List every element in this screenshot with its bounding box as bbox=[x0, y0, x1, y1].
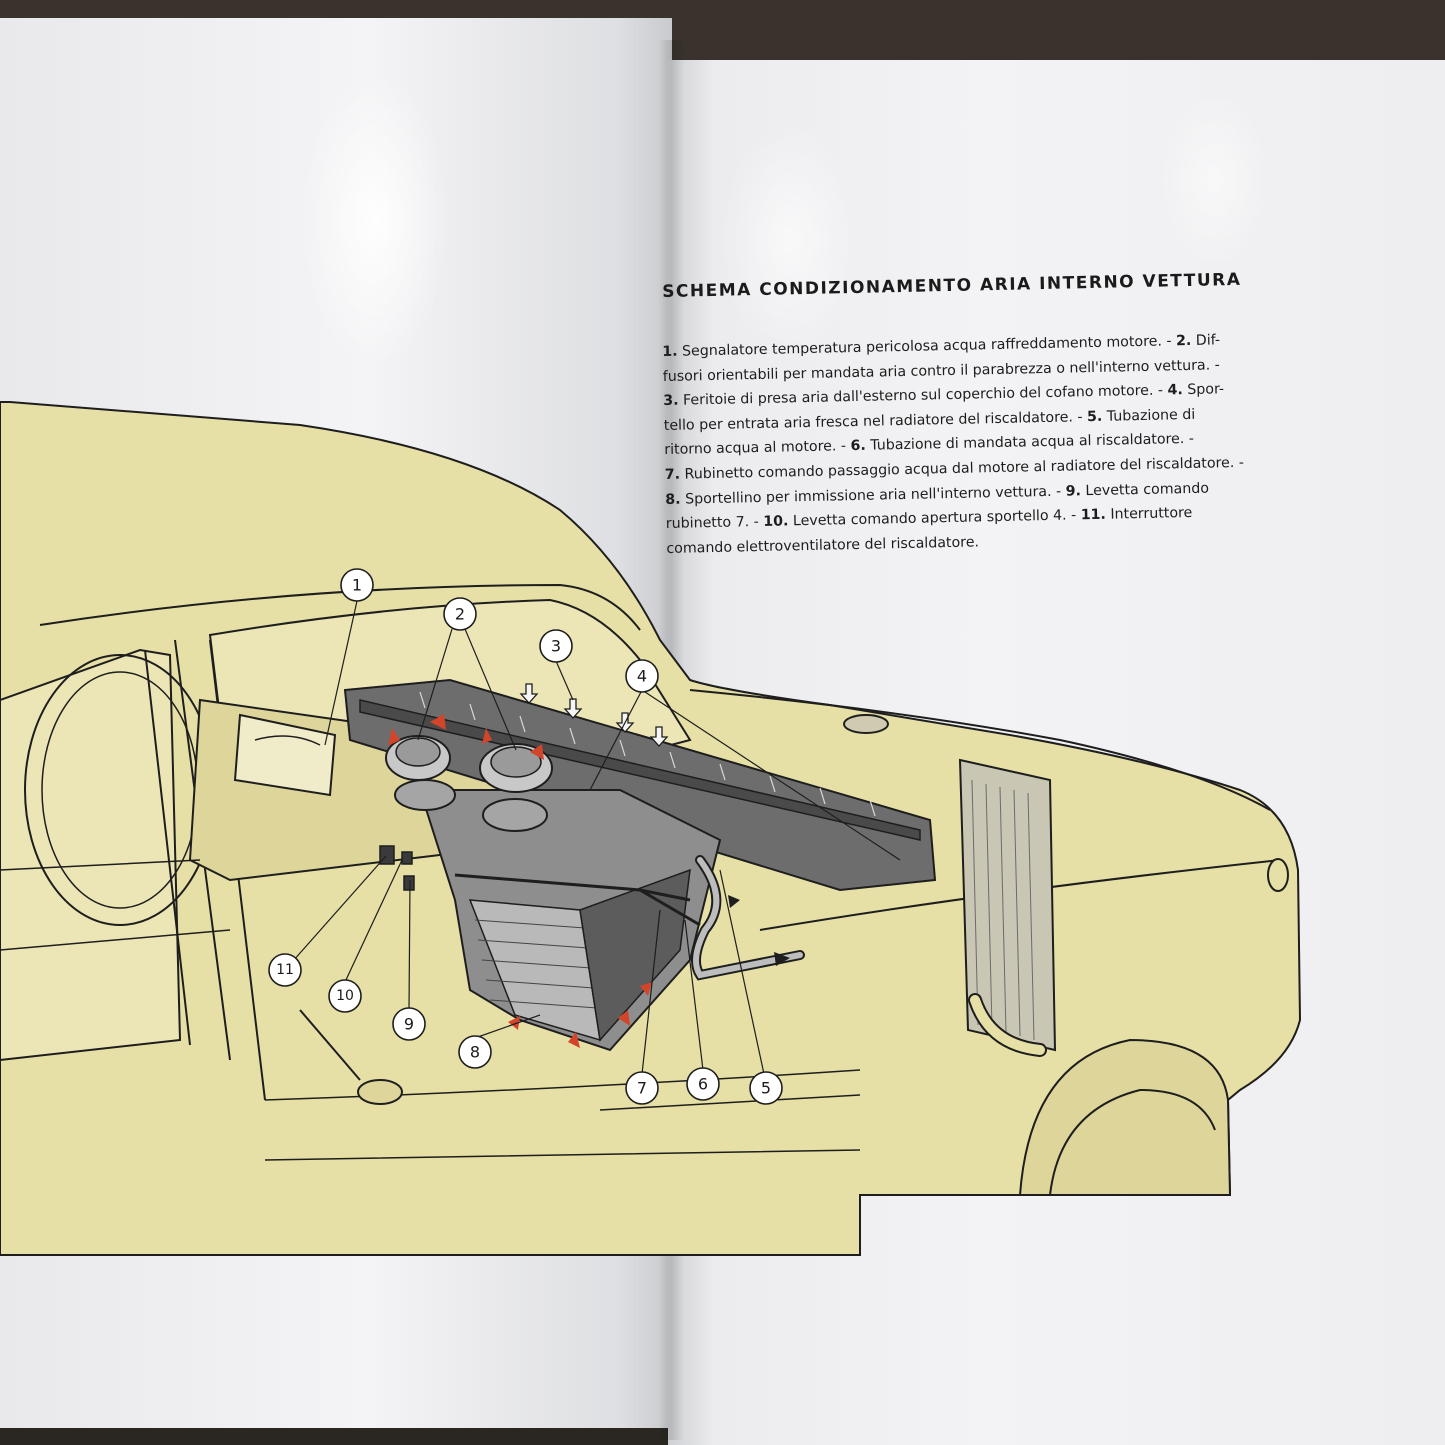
legend-item-text: Levetta comando apertura sportello 4. - bbox=[788, 507, 1081, 530]
svg-text:5: 5 bbox=[761, 1079, 771, 1098]
legend-item-text: ritorno acqua al motore. - bbox=[664, 438, 851, 459]
legend-text: 1. Segnalatore temperatura pericolosa ac… bbox=[662, 327, 1279, 561]
svg-text:7: 7 bbox=[637, 1079, 647, 1098]
callout-10: 10 bbox=[328, 979, 362, 1013]
legend-item-number: 8. bbox=[665, 491, 681, 508]
svg-text:8: 8 bbox=[470, 1043, 480, 1062]
water-return-hose bbox=[454, 873, 701, 927]
legend-item-text: comando elettroventilatore del riscaldat… bbox=[666, 534, 980, 557]
legend-item-number: 3. bbox=[663, 392, 679, 410]
radiator-cap bbox=[843, 714, 889, 734]
light-glare bbox=[1160, 90, 1270, 270]
front-wheel bbox=[1018, 1038, 1232, 1196]
callout-3: 3 bbox=[539, 629, 573, 663]
legend-item-text: Levetta comando bbox=[1080, 480, 1210, 499]
legend-item-number: 5. bbox=[1086, 408, 1103, 425]
callout-11: 11 bbox=[268, 953, 302, 987]
legend-item-text: Interruttore bbox=[1105, 505, 1193, 523]
svg-text:2: 2 bbox=[455, 605, 465, 624]
callout-8: 8 bbox=[458, 1035, 492, 1069]
callout-6: 6 bbox=[686, 1067, 720, 1101]
legend-item-text: Sportellino per immissione aria nell'int… bbox=[680, 483, 1066, 508]
side-window bbox=[0, 648, 182, 1062]
gear-lever bbox=[299, 1009, 361, 1081]
legend-item-number: 6. bbox=[850, 438, 866, 455]
svg-text:4: 4 bbox=[637, 667, 647, 686]
legend-item-text: rubinetto 7. - bbox=[665, 514, 764, 533]
light-glare bbox=[720, 120, 860, 360]
instrument-cluster bbox=[233, 713, 337, 797]
svg-text:10: 10 bbox=[336, 988, 354, 1004]
legend-item-text: Dif- bbox=[1191, 332, 1221, 349]
callout-2: 2 bbox=[443, 597, 477, 631]
callout-1: 1 bbox=[340, 568, 374, 602]
roof-line bbox=[39, 583, 641, 631]
legend-item-number: 2. bbox=[1175, 332, 1192, 350]
legend-item-number: 10. bbox=[763, 513, 789, 531]
callout-7: 7 bbox=[625, 1071, 659, 1105]
legend-item-text: Spor- bbox=[1182, 381, 1225, 399]
leader-lines bbox=[284, 600, 901, 1075]
door-line bbox=[0, 859, 861, 1111]
svg-text:9: 9 bbox=[404, 1015, 414, 1034]
callout-4: 4 bbox=[625, 659, 659, 693]
svg-text:6: 6 bbox=[698, 1075, 708, 1094]
callout-9: 9 bbox=[392, 1007, 426, 1041]
svg-text:11: 11 bbox=[276, 962, 294, 978]
hood-line bbox=[689, 689, 1271, 811]
control-levers bbox=[379, 845, 415, 891]
svg-text:3: 3 bbox=[551, 637, 561, 656]
legend-item-number: 1. bbox=[662, 343, 678, 360]
warm-air-arrows bbox=[388, 714, 652, 1048]
radiator bbox=[958, 758, 1057, 1052]
air-diffusers bbox=[385, 735, 553, 832]
legend-item-text: Tubazione di bbox=[1102, 406, 1196, 425]
headlight bbox=[1267, 858, 1289, 892]
legend-item-number: 4. bbox=[1167, 382, 1184, 399]
legend-item-number: 7. bbox=[664, 466, 681, 483]
svg-text:1: 1 bbox=[352, 576, 362, 595]
legend-item-number: 11. bbox=[1080, 506, 1107, 524]
legend-item-text: Tubazione di mandata acqua al riscaldato… bbox=[865, 431, 1195, 455]
callout-5: 5 bbox=[749, 1071, 783, 1105]
light-glare bbox=[300, 70, 450, 370]
legend-item-number: 9. bbox=[1065, 482, 1082, 500]
